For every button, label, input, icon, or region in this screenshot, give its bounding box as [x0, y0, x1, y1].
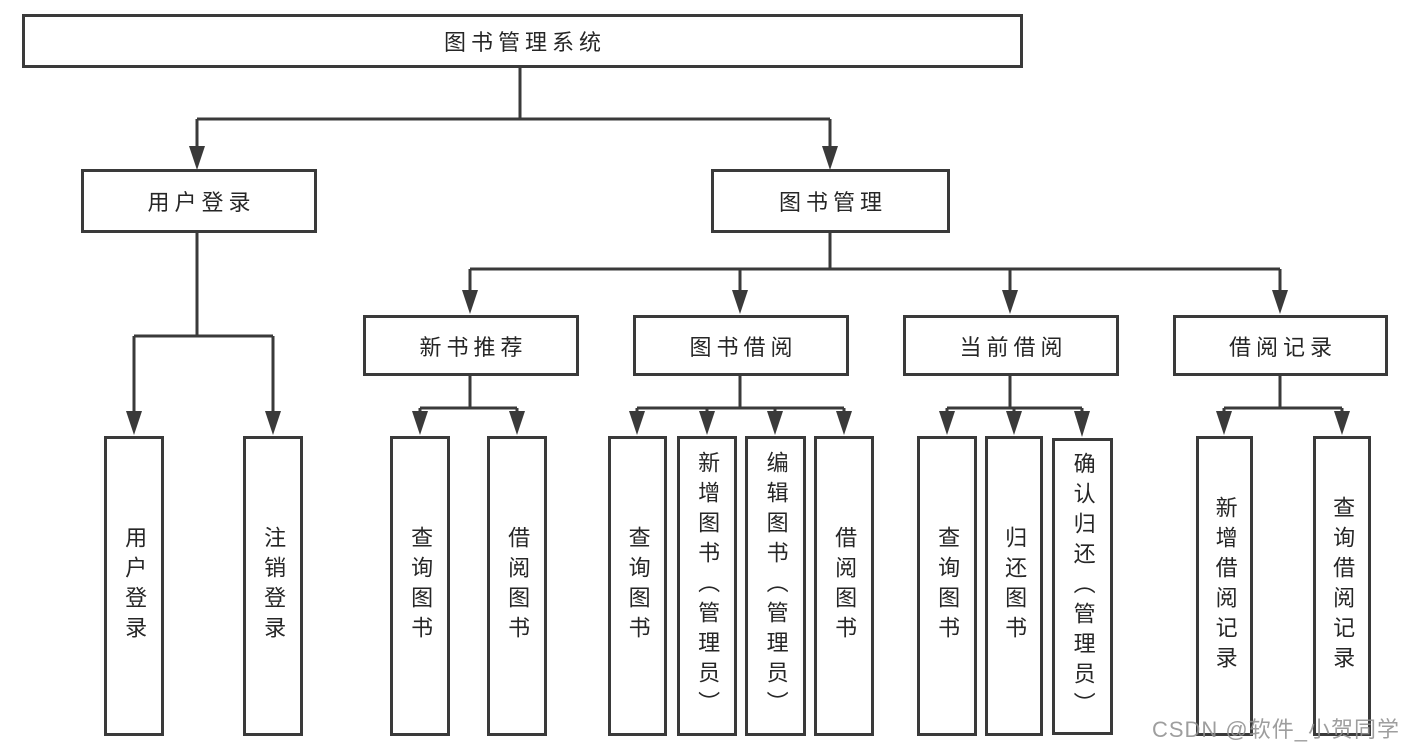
node-book-borrowing: 图书借阅: [633, 315, 849, 376]
leaf-logout: 注销登录: [243, 436, 303, 736]
leaf-query-book-current-label: 查询图书: [935, 526, 961, 646]
node-new-book-recommend-label: 新书推荐: [419, 334, 528, 360]
leaf-confirm-return-admin-label: 确认归还（管理员）: [1070, 451, 1096, 722]
leaf-query-book-recommend: 查询图书: [390, 436, 450, 736]
node-book-management: 图书管理: [711, 169, 950, 233]
leaf-borrow-book-label: 借阅图书: [832, 526, 858, 646]
node-current-borrowing-label: 当前借阅: [959, 334, 1068, 360]
leaf-borrow-book-recommend-label: 借阅图书: [505, 526, 531, 646]
leaf-query-borrow-record-label: 查询借阅记录: [1330, 496, 1356, 676]
node-borrowing-records: 借阅记录: [1173, 315, 1388, 376]
node-book-borrowing-label: 图书借阅: [689, 334, 798, 360]
leaf-return-book: 归还图书: [985, 436, 1043, 736]
leaf-logout-label: 注销登录: [261, 526, 287, 646]
node-current-borrowing: 当前借阅: [903, 315, 1119, 376]
leaf-add-book-admin-label: 新增图书（管理员）: [695, 451, 721, 721]
leaf-query-book-borrow-label: 查询图书: [625, 526, 651, 646]
leaf-query-book-recommend-label: 查询图书: [408, 526, 434, 646]
leaf-add-borrow-record: 新增借阅记录: [1196, 436, 1253, 736]
leaf-add-borrow-record-label: 新增借阅记录: [1212, 496, 1238, 676]
leaf-edit-book-admin: 编辑图书（管理员）: [745, 436, 806, 736]
leaf-confirm-return-admin: 确认归还（管理员）: [1052, 438, 1113, 735]
leaf-borrow-book: 借阅图书: [814, 436, 874, 736]
leaf-return-book-label: 归还图书: [1002, 526, 1028, 646]
csdn-watermark: CSDN @软件_小贺同学: [1151, 717, 1400, 742]
node-user-login-label: 用户登录: [147, 190, 256, 215]
leaf-query-book-borrow: 查询图书: [608, 436, 667, 736]
leaf-user-login-label: 用户登录: [122, 526, 148, 646]
node-user-login: 用户登录: [81, 169, 317, 233]
node-book-management-label: 图书管理: [778, 190, 887, 215]
leaf-edit-book-admin-label: 编辑图书（管理员）: [763, 451, 789, 721]
node-new-book-recommend: 新书推荐: [363, 315, 579, 376]
node-borrowing-records-label: 借阅记录: [1228, 334, 1337, 360]
leaf-add-book-admin: 新增图书（管理员）: [677, 436, 737, 736]
node-root-system: 图书管理系统: [22, 14, 1023, 68]
leaf-query-borrow-record: 查询借阅记录: [1313, 436, 1371, 736]
leaf-user-login: 用户登录: [104, 436, 164, 736]
leaf-query-book-current: 查询图书: [917, 436, 977, 736]
node-root-label: 图书管理系统: [443, 30, 606, 55]
leaf-borrow-book-recommend: 借阅图书: [487, 436, 547, 736]
